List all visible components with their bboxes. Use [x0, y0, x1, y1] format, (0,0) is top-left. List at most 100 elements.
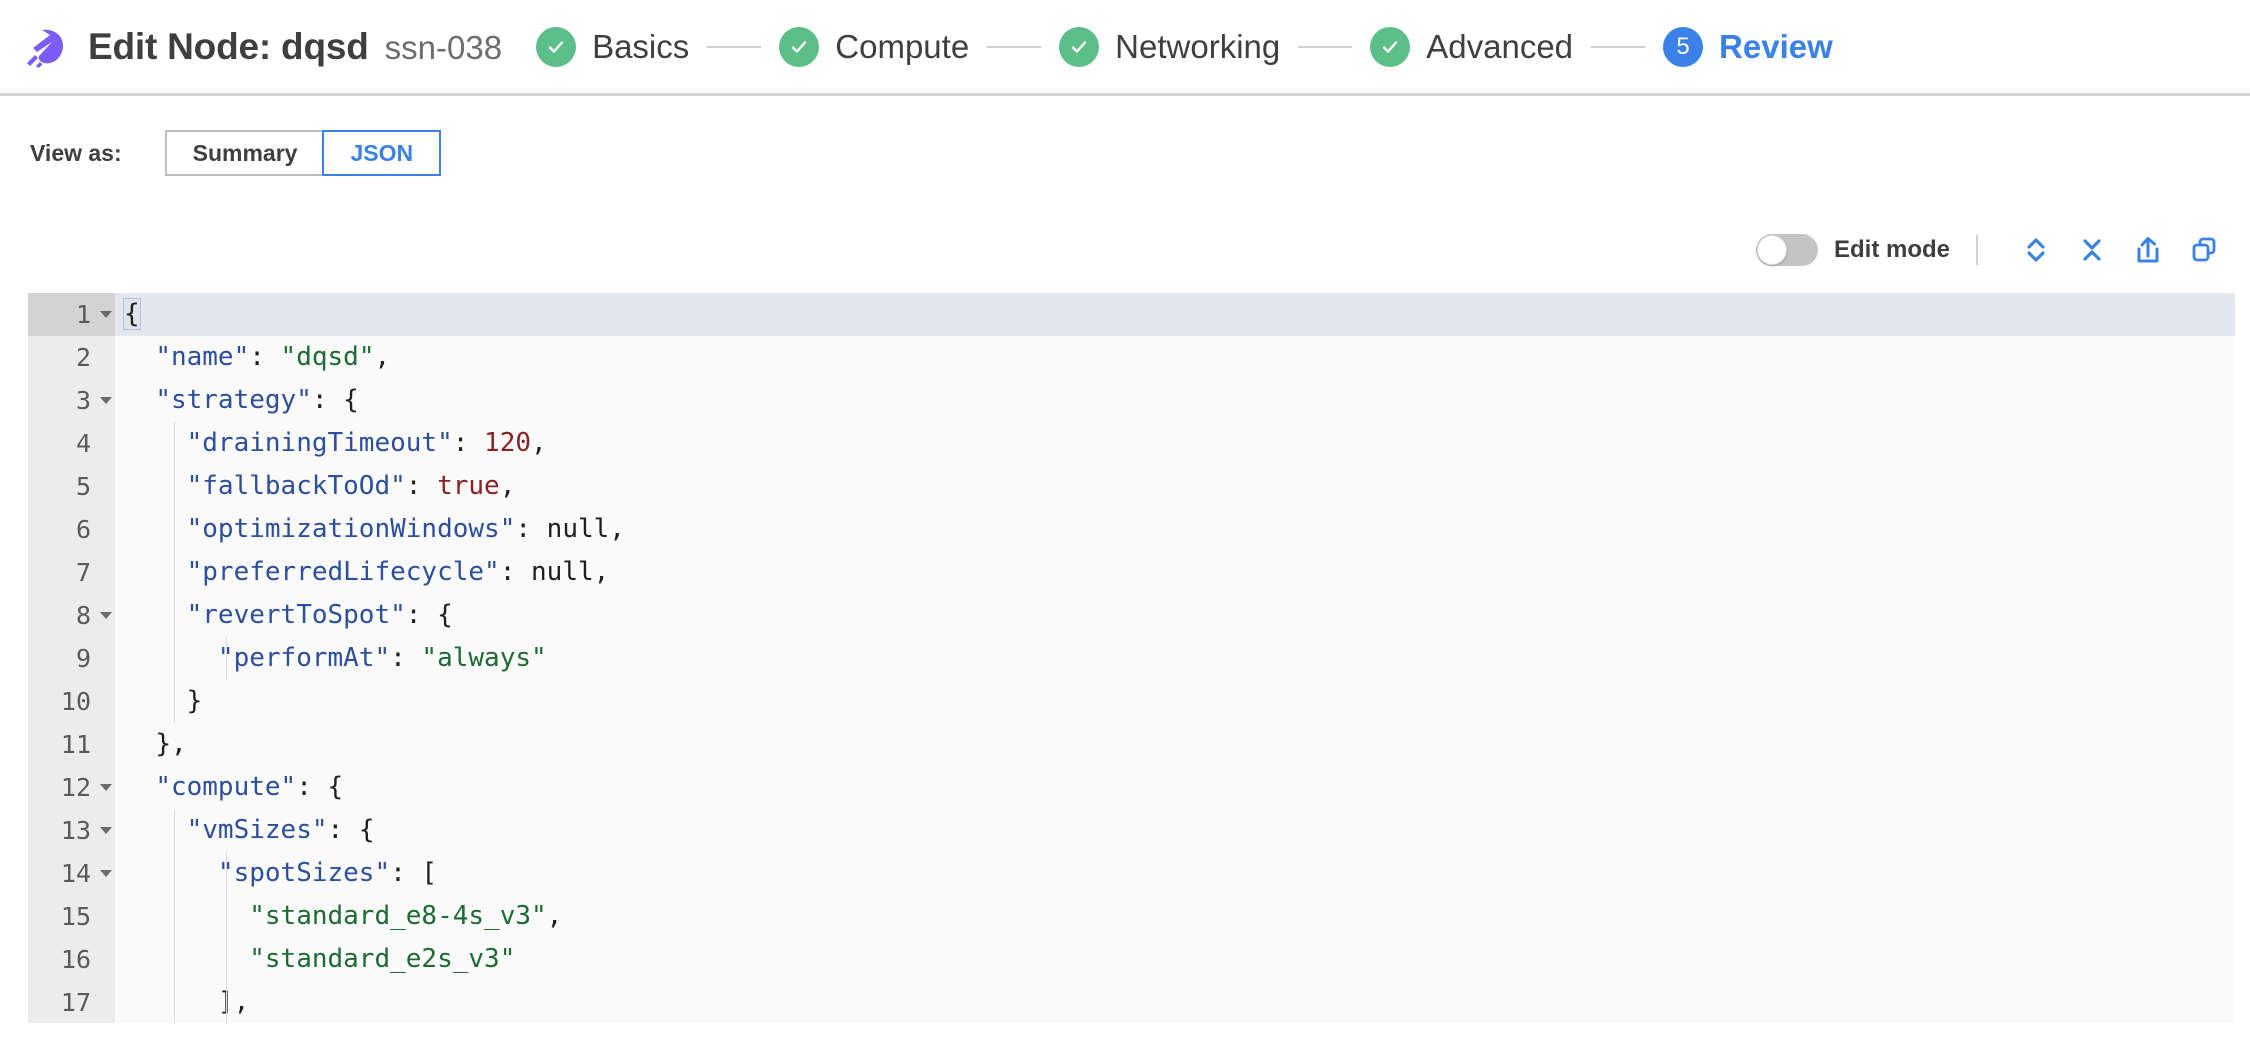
step-connector-3 — [1298, 45, 1353, 48]
copy-icon[interactable] — [2182, 231, 2226, 269]
line-number: 7 — [28, 551, 97, 594]
line-number: 15 — [28, 895, 97, 938]
fold-toggle[interactable] — [97, 293, 115, 336]
fold-toggle — [97, 508, 115, 551]
code-line[interactable]: 17 ], — [28, 981, 2235, 1023]
step-compute-check-icon — [779, 26, 820, 67]
code-content[interactable]: "performAt": "always" — [115, 637, 2235, 680]
code-content[interactable]: "standard_e2s_v3" — [115, 938, 2235, 981]
code-content[interactable]: "name": "dqsd", — [115, 336, 2235, 379]
step-compute-label: Compute — [835, 27, 970, 65]
edit-mode-toggle[interactable] — [1755, 234, 1818, 266]
code-content[interactable]: "optimizationWindows": null, — [115, 508, 2235, 551]
json-editor[interactable]: 1 { 2 "name": "dqsd", 3 "strategy": { 4 … — [28, 293, 2235, 1023]
code-content[interactable]: "fallbackToOd": true, — [115, 465, 2235, 508]
expand-all-icon[interactable] — [2014, 231, 2058, 269]
fold-toggle[interactable] — [97, 852, 115, 895]
fold-toggle — [97, 336, 115, 379]
code-content[interactable]: "compute": { — [115, 766, 2235, 809]
fold-toggle — [97, 551, 115, 594]
fold-toggle[interactable] — [97, 379, 115, 422]
line-number: 4 — [28, 422, 97, 465]
step-networking[interactable]: Networking — [1059, 26, 1281, 67]
step-advanced-check-icon — [1370, 26, 1411, 67]
line-number: 13 — [28, 809, 97, 852]
code-line[interactable]: 8 "revertToSpot": { — [28, 594, 2235, 637]
line-number: 9 — [28, 637, 97, 680]
code-line[interactable]: 15 "standard_e8-4s_v3", — [28, 895, 2235, 938]
code-line[interactable]: 4 "drainingTimeout": 120, — [28, 422, 2235, 465]
wizard-stepper: Basics Compute Networking Advanced 5 — [536, 26, 1833, 67]
edit-mode-toggle-knob — [1756, 235, 1787, 265]
step-compute[interactable]: Compute — [779, 26, 970, 67]
view-as-segmented-control: Summary JSON — [164, 130, 442, 176]
fold-toggle — [97, 938, 115, 981]
code-line[interactable]: 2 "name": "dqsd", — [28, 336, 2235, 379]
code-content[interactable]: "standard_e8-4s_v3", — [115, 895, 2235, 938]
code-content[interactable]: "spotSizes": [ — [115, 852, 2235, 895]
code-line[interactable]: 12 "compute": { — [28, 766, 2235, 809]
step-connector-4 — [1591, 45, 1646, 48]
export-icon[interactable] — [2126, 231, 2170, 269]
step-basics[interactable]: Basics — [536, 26, 690, 67]
code-content[interactable]: "vmSizes": { — [115, 809, 2235, 852]
code-line[interactable]: 10 } — [28, 680, 2235, 723]
collapse-all-icon[interactable] — [2070, 231, 2114, 269]
view-as-row: View as: Summary JSON — [0, 96, 2250, 176]
step-basics-check-icon — [536, 26, 577, 67]
view-as-json-button[interactable]: JSON — [322, 130, 442, 176]
step-review-label: Review — [1719, 27, 1833, 65]
fold-toggle — [97, 895, 115, 938]
code-content[interactable]: "revertToSpot": { — [115, 594, 2235, 637]
fold-toggle — [97, 422, 115, 465]
line-number: 1 — [28, 293, 97, 336]
code-content[interactable]: "preferredLifecycle": null, — [115, 551, 2235, 594]
page-title: Edit Node: dqsd — [88, 25, 369, 67]
fold-toggle — [97, 981, 115, 1023]
line-number: 10 — [28, 680, 97, 723]
code-content[interactable]: "drainingTimeout": 120, — [115, 422, 2235, 465]
step-advanced[interactable]: Advanced — [1370, 26, 1573, 67]
spot-comet-logo-icon — [24, 26, 66, 68]
fold-toggle — [97, 465, 115, 508]
view-as-label: View as: — [30, 139, 122, 166]
step-review[interactable]: 5 Review — [1663, 26, 1833, 67]
code-content[interactable]: } — [115, 680, 2235, 723]
line-number: 6 — [28, 508, 97, 551]
code-content[interactable]: }, — [115, 723, 2235, 766]
editor-toolbar: Edit mode — [0, 229, 2250, 271]
view-as-summary-button[interactable]: Summary — [164, 130, 324, 176]
header-title-block: Edit Node: dqsd ssn-038 — [88, 26, 502, 68]
fold-toggle[interactable] — [97, 766, 115, 809]
code-line[interactable]: 5 "fallbackToOd": true, — [28, 465, 2235, 508]
code-line[interactable]: 13 "vmSizes": { — [28, 809, 2235, 852]
code-content[interactable]: "strategy": { — [115, 379, 2235, 422]
edit-mode-label: Edit mode — [1833, 236, 1950, 263]
toolbar-divider — [1976, 235, 1978, 265]
code-content[interactable]: { — [115, 293, 2235, 336]
fold-toggle[interactable] — [97, 594, 115, 637]
line-number: 17 — [28, 981, 97, 1023]
step-connector-1 — [707, 45, 762, 48]
code-line[interactable]: 7 "preferredLifecycle": null, — [28, 551, 2235, 594]
step-basics-label: Basics — [592, 27, 690, 65]
step-networking-label: Networking — [1115, 27, 1281, 65]
fold-toggle[interactable] — [97, 809, 115, 852]
code-line[interactable]: 11 }, — [28, 723, 2235, 766]
code-line[interactable]: 6 "optimizationWindows": null, — [28, 508, 2235, 551]
step-networking-check-icon — [1059, 26, 1100, 67]
code-line[interactable]: 1 { — [28, 293, 2235, 336]
code-line[interactable]: 16 "standard_e2s_v3" — [28, 938, 2235, 981]
line-number: 8 — [28, 594, 97, 637]
step-connector-2 — [987, 45, 1042, 48]
code-content[interactable]: ], — [115, 981, 2235, 1023]
code-line[interactable]: 14 "spotSizes": [ — [28, 852, 2235, 895]
code-line[interactable]: 9 "performAt": "always" — [28, 637, 2235, 680]
fold-toggle — [97, 637, 115, 680]
line-number: 2 — [28, 336, 97, 379]
line-number: 11 — [28, 723, 97, 766]
line-number: 5 — [28, 465, 97, 508]
page-subtitle-node-id: ssn-038 — [384, 28, 503, 66]
code-line[interactable]: 3 "strategy": { — [28, 379, 2235, 422]
line-number: 3 — [28, 379, 97, 422]
